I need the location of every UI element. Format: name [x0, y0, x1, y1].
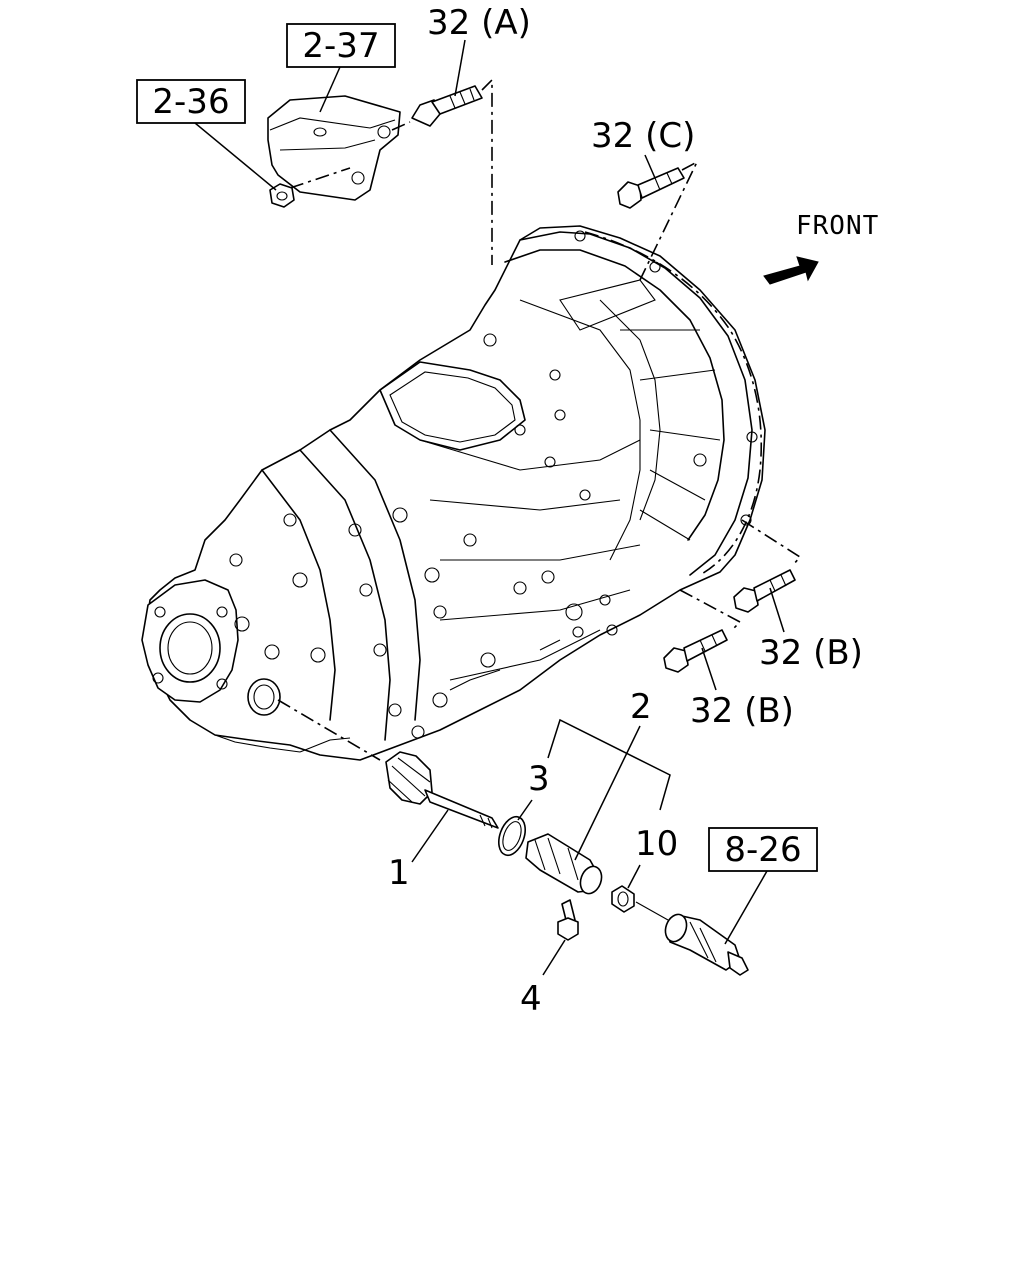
svg-text:2-37: 2-37	[302, 26, 379, 66]
speedometer-sleeve	[525, 833, 603, 895]
callout-1: 1	[388, 853, 410, 893]
leader-3-bracket	[547, 718, 671, 811]
o-ring	[498, 815, 526, 857]
ref-box-2-36[interactable]: 2-36	[136, 79, 246, 124]
callout-32b-lower: 32 (B)	[690, 691, 794, 731]
leader-10	[627, 864, 641, 889]
direction-label: FRONT	[796, 211, 879, 241]
callout-10: 10	[635, 824, 678, 864]
leader-2-36	[194, 122, 277, 191]
leader-32c	[644, 154, 656, 179]
speed-sensor	[664, 913, 749, 976]
leader-3	[517, 799, 533, 821]
bolt-4	[557, 899, 579, 941]
callout-32c: 32 (C)	[591, 116, 695, 156]
leader-8-26	[724, 870, 768, 945]
leader-32a	[454, 39, 466, 97]
ref-box-2-37[interactable]: 2-37	[286, 23, 396, 68]
leader-32b-lower	[701, 647, 717, 691]
bolt-32b-lower	[663, 589, 742, 673]
leader-4	[542, 939, 566, 976]
callout-32b-upper: 32 (B)	[759, 633, 863, 673]
callout-2: 2	[630, 687, 652, 727]
leader-32b-upper	[769, 587, 785, 633]
callout-4: 4	[520, 979, 542, 1019]
leader-1	[411, 809, 449, 863]
bolt-32c	[617, 160, 699, 281]
seal-10	[611, 885, 669, 921]
svg-text:2-36: 2-36	[152, 82, 229, 122]
ref-box-8-26[interactable]: 8-26	[708, 827, 818, 872]
front-arrow-icon	[763, 256, 819, 285]
speedometer-driven-gear	[277, 699, 499, 829]
callout-32a: 32 (A)	[427, 3, 531, 43]
mounting-bracket	[267, 95, 411, 201]
transmission-housing	[141, 225, 766, 761]
bolt-32a	[411, 78, 493, 265]
bolt-32b-upper	[733, 519, 802, 613]
leader-2	[574, 725, 641, 861]
svg-text:8-26: 8-26	[724, 830, 801, 870]
leader-2-37	[319, 66, 341, 113]
callout-3: 3	[528, 759, 550, 799]
